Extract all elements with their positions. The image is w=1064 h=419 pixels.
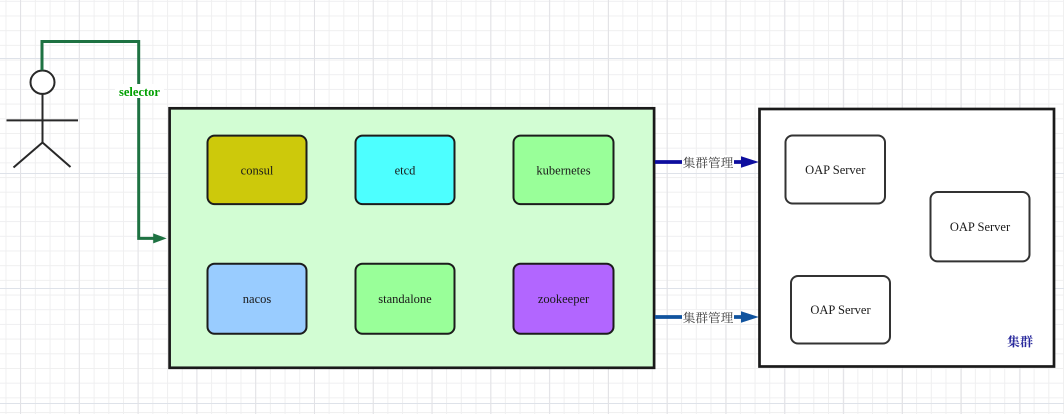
- svg-text:selector: selector: [119, 85, 160, 99]
- svg-text:etcd: etcd: [395, 163, 417, 177]
- svg-text:OAP Server: OAP Server: [805, 163, 866, 177]
- svg-text:OAP Server: OAP Server: [810, 303, 871, 317]
- svg-text:nacos: nacos: [243, 292, 272, 306]
- svg-text:kubernetes: kubernetes: [536, 163, 590, 177]
- svg-text:zookeeper: zookeeper: [538, 292, 590, 306]
- svg-text:standalone: standalone: [378, 292, 432, 306]
- svg-text:consul: consul: [241, 163, 274, 177]
- svg-text:OAP Server: OAP Server: [950, 220, 1011, 234]
